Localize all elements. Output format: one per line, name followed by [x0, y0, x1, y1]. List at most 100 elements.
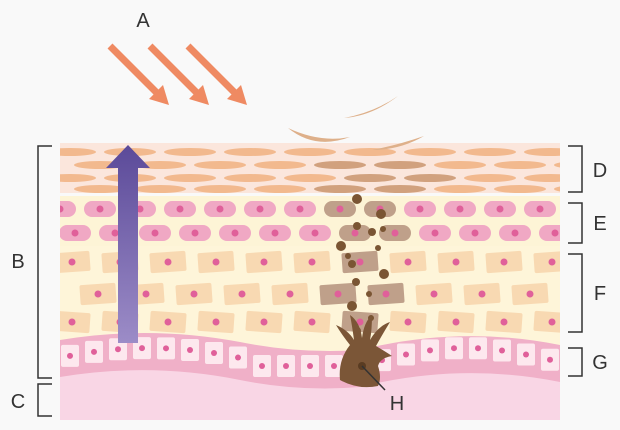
cell-nucleus: [548, 258, 556, 266]
label-b: B: [11, 251, 24, 273]
cell-nucleus: [212, 318, 220, 326]
label-f: F: [594, 283, 606, 305]
cell-nucleus: [111, 229, 119, 237]
corneum-cell: [404, 174, 456, 182]
cell-nucleus: [500, 258, 508, 266]
cell-nucleus: [238, 290, 246, 298]
cell-nucleus: [547, 356, 553, 363]
corneum-cell: [224, 148, 276, 156]
cell-nucleus: [283, 363, 289, 369]
corneum-cell: [194, 161, 246, 169]
corneum-cell: [404, 148, 456, 156]
cell-nucleus: [136, 205, 144, 213]
label-e: E: [593, 213, 606, 235]
cell-nucleus: [536, 205, 544, 213]
corneum-cell: [554, 162, 560, 168]
cell-nucleus: [336, 205, 344, 213]
cell-nucleus: [391, 229, 399, 237]
corneum-cell: [464, 148, 516, 156]
cell-nucleus: [351, 229, 359, 237]
cell-nucleus: [71, 229, 79, 237]
cell-nucleus: [68, 258, 76, 266]
label-c: C: [11, 391, 25, 413]
cell-nucleus: [331, 363, 337, 369]
corneum-cell: [494, 185, 546, 193]
cell-nucleus: [430, 290, 438, 298]
granular-cell: [60, 201, 76, 217]
uv-arrow-shaft: [185, 43, 238, 96]
cell-nucleus: [308, 318, 316, 326]
cell-nucleus: [452, 258, 460, 266]
cell-nucleus: [526, 290, 534, 298]
cell-nucleus: [164, 318, 172, 326]
melanin-granule: [348, 260, 356, 268]
shedding-flake: [288, 128, 350, 142]
cell-nucleus: [523, 351, 529, 358]
uv-arrow-head: [227, 85, 247, 105]
cell-nucleus: [190, 290, 198, 298]
corneum-cell: [314, 161, 366, 169]
cell-nucleus: [139, 345, 145, 352]
melanin-granule: [345, 253, 351, 259]
cell-nucleus: [259, 363, 265, 369]
label-d: D: [593, 160, 607, 182]
corneum-cell: [374, 185, 426, 193]
label-g: G: [592, 352, 608, 374]
cell-nucleus: [94, 290, 102, 298]
corneum-cell: [344, 148, 396, 156]
corneum-cell: [524, 148, 560, 156]
cell-nucleus: [231, 229, 239, 237]
cell-nucleus: [142, 290, 150, 298]
cell-nucleus: [260, 258, 268, 266]
cell-nucleus: [96, 205, 104, 213]
cell-nucleus: [403, 351, 409, 358]
cell-nucleus: [216, 205, 224, 213]
bracket-d: [568, 145, 583, 193]
label-h: H: [390, 393, 404, 415]
corneum-cell: [164, 174, 216, 182]
corneum-cell: [284, 174, 336, 182]
cell-nucleus: [356, 258, 364, 266]
cell-nucleus: [456, 205, 464, 213]
corneum-cell: [434, 185, 486, 193]
melanin-granule: [347, 301, 357, 311]
cell-nucleus: [271, 229, 279, 237]
corneum-cell: [60, 174, 96, 182]
skin-layers: [60, 143, 560, 420]
cell-nucleus: [496, 205, 504, 213]
corneum-cell: [60, 148, 96, 156]
corneum-cell: [224, 174, 276, 182]
cell-nucleus: [91, 348, 97, 355]
corneum-cell: [194, 185, 246, 193]
uv-arrow-shaft: [147, 43, 200, 96]
cell-nucleus: [431, 229, 439, 237]
cell-nucleus: [548, 318, 556, 326]
cell-nucleus: [60, 205, 64, 213]
cell-nucleus: [296, 205, 304, 213]
cell-nucleus: [67, 352, 73, 359]
cell-nucleus: [286, 290, 294, 298]
corneum-cell: [134, 185, 186, 193]
cell-nucleus: [211, 350, 217, 357]
cell-nucleus: [164, 258, 172, 266]
cell-nucleus: [382, 290, 390, 298]
corneum-cell: [494, 161, 546, 169]
cell-nucleus: [500, 318, 508, 326]
melanin-granule: [352, 194, 362, 204]
melanin-granule: [375, 245, 381, 251]
corneum-cell: [554, 186, 560, 192]
melanin-granule: [380, 226, 386, 232]
corneum-cell: [434, 161, 486, 169]
corneum-cell: [254, 161, 306, 169]
cell-nucleus: [478, 290, 486, 298]
melanin-granule: [353, 222, 361, 230]
melanin-granule: [368, 228, 376, 236]
cell-nucleus: [475, 345, 481, 352]
cell-nucleus: [256, 205, 264, 213]
corneum-cell: [464, 174, 516, 182]
uv-ray-arrows: [107, 43, 247, 105]
cell-nucleus: [235, 354, 241, 361]
corneum-cell: [524, 174, 560, 182]
granular-cell: [539, 225, 560, 241]
